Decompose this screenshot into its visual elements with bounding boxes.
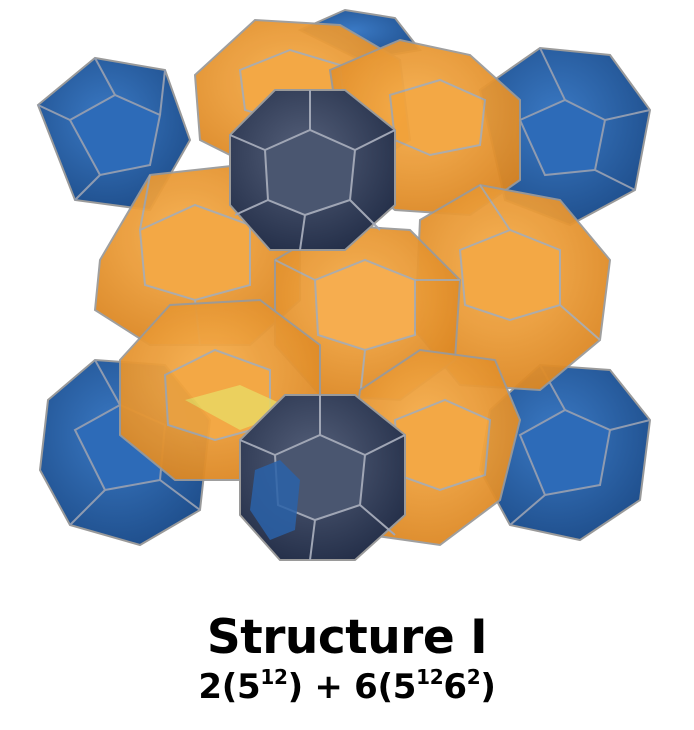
small-cage-center-bottom: [239, 394, 406, 561]
small-cage-top-right: [478, 46, 652, 227]
figure-caption: Structure I 2(512) + 6(51262): [0, 600, 694, 730]
small-cage-top-left: [36, 56, 192, 212]
small-cage-center-top: [229, 89, 396, 251]
small-cage-bottom-left: [38, 358, 212, 547]
structure-title: Structure I: [206, 610, 488, 665]
clathrate-structure-figure: [36, 8, 652, 561]
large-cage-right: [413, 183, 612, 392]
cage-formula: 2(512) + 6(51262): [198, 665, 496, 707]
